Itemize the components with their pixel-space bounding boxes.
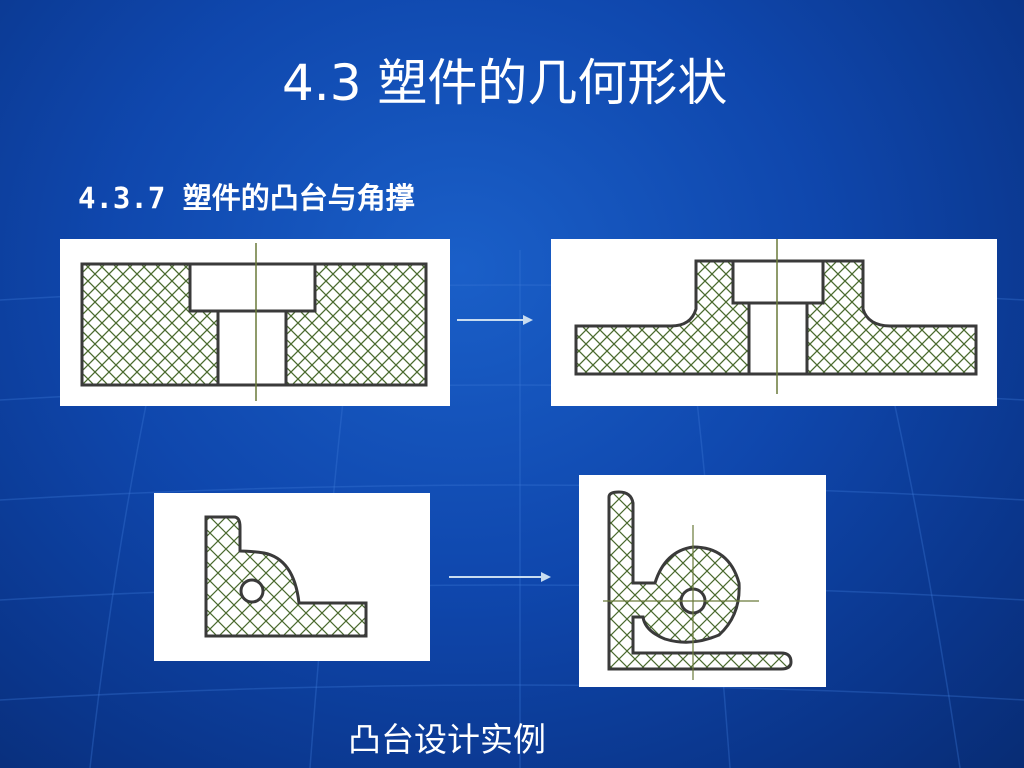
page-title: 4.3 塑件的几何形状	[282, 54, 728, 112]
figure-boss-original	[60, 239, 450, 406]
arrow-right-icon	[449, 572, 551, 582]
figure-boss-improved	[551, 239, 997, 406]
figure-caption: 凸台设计实例	[348, 720, 546, 759]
arrow-right-icon	[457, 315, 533, 325]
section-subtitle: 4.3.7 塑件的凸台与角撑	[78, 181, 415, 215]
figure-bracket-improved	[579, 475, 826, 687]
figure-bracket-original	[154, 493, 430, 661]
